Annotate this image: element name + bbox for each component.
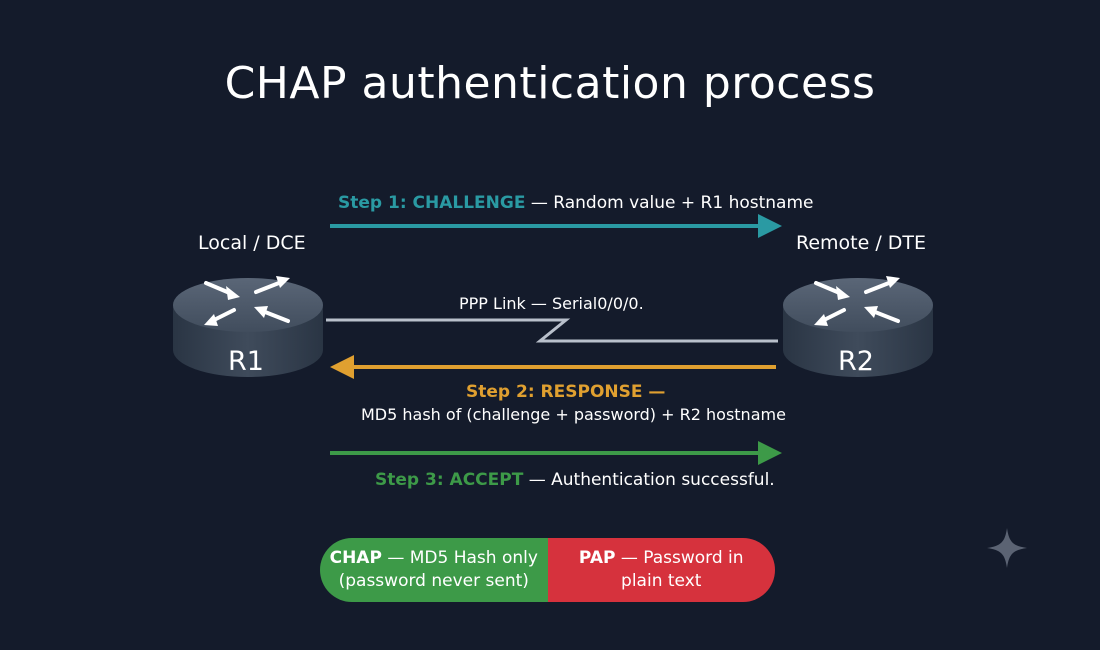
pap-title: PAP — [578, 548, 616, 568]
chap-pap-comparison: CHAP — MD5 Hash only (password never sen… — [320, 538, 775, 602]
diagram-title: CHAP authentication process — [224, 58, 876, 109]
pap-panel: PAP — Password in plain text — [547, 538, 775, 602]
step3-title: Step 3: ACCEPT — [375, 470, 524, 490]
ppp-link-label: PPP Link — Serial0/0/0. — [459, 294, 644, 313]
pap-line1: — Password in — [615, 548, 744, 568]
pap-line2: plain text — [621, 571, 702, 591]
step3-description: — Authentication successful. — [523, 470, 775, 490]
router-r1-role-label: Local / DCE — [198, 232, 306, 254]
chap-panel: CHAP — MD5 Hash only (password never sen… — [320, 538, 548, 602]
step3-arrow — [330, 441, 782, 465]
step1-description: — Random value + R1 hostname — [525, 193, 814, 213]
chap-line1: — MD5 Hash only — [381, 548, 538, 568]
router-arrows-icon — [814, 276, 900, 326]
step1-arrow — [330, 214, 782, 238]
step1-label: Step 1: CHALLENGE — Random value + R1 ho… — [338, 193, 814, 213]
router-r1-name: R1 — [228, 346, 264, 377]
router-r1 — [173, 276, 323, 377]
step1-title: Step 1: CHALLENGE — [338, 193, 526, 213]
chap-title: CHAP — [329, 548, 382, 568]
router-arrows-icon — [204, 276, 290, 326]
router-r2-name: R2 — [838, 346, 874, 377]
sparkle-icon — [987, 528, 1027, 568]
router-r2-role-label: Remote / DTE — [796, 232, 927, 254]
step2-title: Step 2: RESPONSE — — [466, 382, 666, 402]
chap-line2: (password never sent) — [338, 571, 529, 591]
step3-label: Step 3: ACCEPT — Authentication successf… — [375, 470, 775, 490]
step2-arrow — [330, 355, 776, 379]
ppp-serial-link — [326, 318, 778, 343]
router-r2 — [783, 276, 933, 377]
step2-description: MD5 hash of (challenge + password) + R2 … — [361, 405, 786, 424]
